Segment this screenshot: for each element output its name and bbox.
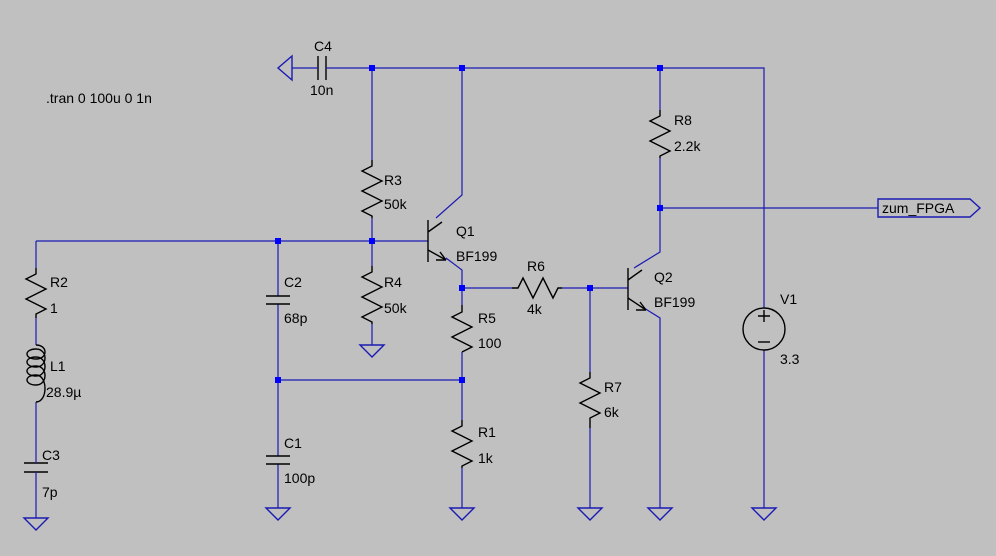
inductor-l1[interactable]: L1 28.9µ bbox=[26, 344, 81, 403]
capacitor-c3[interactable]: C3 7p bbox=[24, 445, 60, 500]
r7-value: 6k bbox=[604, 404, 620, 420]
ground-icon bbox=[448, 507, 476, 521]
resistor-r1[interactable]: R1 1k bbox=[450, 420, 496, 468]
resistor-icon bbox=[24, 268, 48, 318]
inductor-icon bbox=[26, 344, 46, 403]
junction-dot bbox=[587, 285, 593, 291]
v1-name: V1 bbox=[780, 291, 797, 307]
v1-value: 3.3 bbox=[780, 351, 800, 367]
net-label-text: zum_FPGA bbox=[882, 200, 955, 216]
capacitor-c1[interactable]: C1 100p bbox=[266, 435, 315, 486]
junction-dot bbox=[459, 65, 465, 71]
wire-top-rail bbox=[332, 67, 765, 308]
capacitor-c2[interactable]: C2 68p bbox=[266, 274, 308, 326]
wires bbox=[35, 67, 878, 518]
resistor-r5[interactable]: R5 100 bbox=[450, 305, 502, 353]
wire-q1-emitter bbox=[445, 257, 463, 305]
q2-name: Q2 bbox=[654, 269, 673, 285]
junction-dot bbox=[369, 65, 375, 71]
q1-name: Q1 bbox=[456, 223, 475, 239]
junction-dot bbox=[459, 377, 465, 383]
ground-icon bbox=[750, 507, 778, 521]
c1-value: 100p bbox=[284, 470, 315, 486]
junction-dot bbox=[459, 285, 465, 291]
wire-q2-emitter bbox=[643, 307, 661, 508]
ground-icon bbox=[358, 344, 386, 358]
r6-name: R6 bbox=[527, 258, 545, 274]
ground-icon bbox=[276, 54, 293, 82]
c4-name: C4 bbox=[314, 38, 332, 54]
r5-name: R5 bbox=[478, 310, 496, 326]
r2-value: 1 bbox=[50, 300, 58, 316]
r6-value: 4k bbox=[527, 301, 543, 317]
resistor-icon bbox=[360, 266, 384, 324]
r8-name: R8 bbox=[674, 112, 692, 128]
capacitor-icon bbox=[266, 295, 290, 305]
c2-name: C2 bbox=[284, 274, 302, 290]
capacitor-icon bbox=[24, 462, 48, 473]
ground-symbols bbox=[22, 54, 778, 531]
capacitor-icon bbox=[266, 455, 290, 465]
q2-value: BF199 bbox=[654, 294, 695, 310]
r2-name: R2 bbox=[50, 274, 68, 290]
resistor-r8[interactable]: R8 2.2k bbox=[648, 110, 701, 158]
junction-dot bbox=[657, 65, 663, 71]
q1-value: BF199 bbox=[456, 248, 497, 264]
r7-name: R7 bbox=[604, 379, 622, 395]
c1-name: C1 bbox=[284, 435, 302, 451]
resistor-icon bbox=[512, 276, 562, 300]
r3-name: R3 bbox=[384, 172, 402, 188]
resistor-icon bbox=[450, 420, 474, 468]
transistor-q2[interactable]: Q2 BF199 bbox=[627, 268, 695, 311]
r8-value: 2.2k bbox=[674, 138, 701, 154]
resistor-r7[interactable]: R7 6k bbox=[578, 372, 622, 428]
voltage-source-icon bbox=[742, 307, 786, 351]
net-label-flag bbox=[877, 198, 982, 218]
junction-dot bbox=[275, 238, 281, 244]
junction-dot bbox=[275, 377, 281, 383]
r4-name: R4 bbox=[384, 274, 402, 290]
c4-value: 10n bbox=[310, 82, 333, 98]
resistor-icon bbox=[578, 372, 602, 428]
r1-name: R1 bbox=[478, 424, 496, 440]
junctions bbox=[275, 65, 663, 383]
ground-icon bbox=[22, 517, 50, 531]
net-label-zum-fpga[interactable]: zum_FPGA bbox=[877, 198, 982, 218]
c3-value: 7p bbox=[42, 484, 58, 500]
capacitor-icon bbox=[317, 56, 327, 80]
r5-value: 100 bbox=[478, 335, 502, 351]
l1-name: L1 bbox=[50, 358, 66, 374]
resistor-icon bbox=[648, 110, 672, 158]
resistor-icon bbox=[360, 160, 384, 218]
spice-directive: .tran 0 100u 0 1n bbox=[46, 90, 152, 106]
wire-q1-collector bbox=[435, 68, 463, 219]
r1-value: 1k bbox=[478, 450, 494, 466]
wire-q2-collector bbox=[633, 158, 661, 269]
capacitor-c4[interactable]: C4 10n bbox=[310, 38, 333, 98]
resistor-r3[interactable]: R3 50k bbox=[360, 160, 408, 218]
resistor-icon bbox=[450, 305, 474, 353]
l1-value: 28.9µ bbox=[46, 384, 81, 400]
ground-icon bbox=[576, 507, 604, 521]
resistor-r4[interactable]: R4 50k bbox=[360, 266, 408, 324]
ground-icon bbox=[264, 507, 292, 521]
voltage-source-v1[interactable]: V1 3.3 bbox=[742, 291, 800, 367]
c2-value: 68p bbox=[284, 310, 308, 326]
junction-dot bbox=[657, 205, 663, 211]
ground-icon bbox=[646, 507, 674, 521]
junction-dot bbox=[369, 238, 375, 244]
r4-value: 50k bbox=[384, 300, 408, 316]
resistor-r6[interactable]: R6 4k bbox=[512, 258, 562, 317]
resistor-r2[interactable]: R2 1 bbox=[24, 268, 68, 318]
c3-name: C3 bbox=[42, 447, 60, 463]
transistor-q1[interactable]: Q1 BF199 bbox=[427, 220, 497, 264]
r3-value: 50k bbox=[384, 196, 408, 212]
